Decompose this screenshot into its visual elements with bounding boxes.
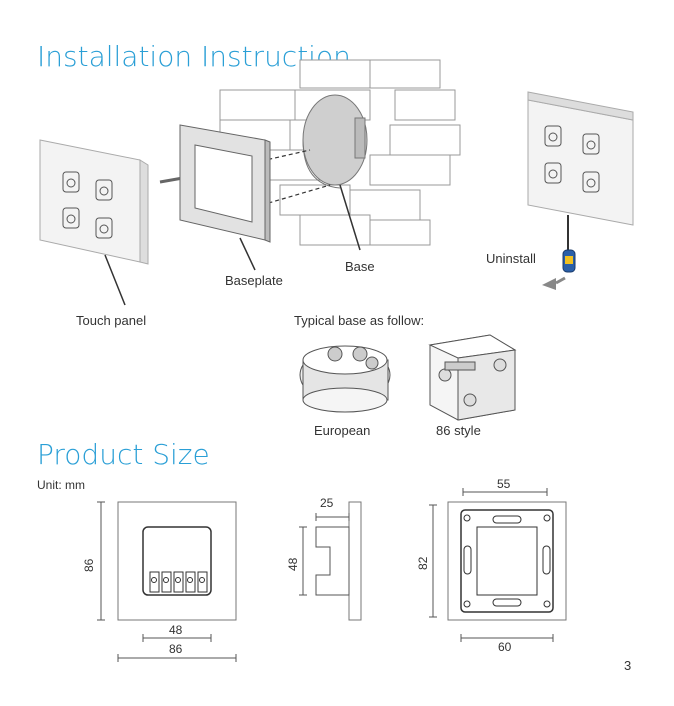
style86-label: 86 style [436, 423, 481, 438]
back-bottom-width-dim: 60 [498, 640, 512, 654]
front-height-dim: 86 [82, 558, 96, 572]
back-view [429, 488, 567, 642]
side-height-dim: 48 [286, 557, 300, 571]
side-view [299, 501, 362, 621]
base-label: Base [345, 259, 375, 274]
installation-title: Installation Instruction [37, 40, 351, 73]
front-inner-width-dim: 48 [169, 623, 183, 637]
uninstall-label: Uninstall [486, 251, 536, 266]
touch-panel-left [39, 139, 149, 306]
european-label: European [314, 423, 371, 438]
back-height-dim: 82 [416, 556, 430, 570]
front-view [97, 501, 237, 662]
baseplate [179, 124, 361, 271]
touch-panel-right [527, 91, 634, 226]
front-outer-width-dim: 86 [169, 642, 183, 656]
page-number: 3 [624, 658, 632, 673]
screwdriver-icon [542, 215, 576, 290]
brick-wall [219, 59, 461, 246]
unit-label: Unit: mm [37, 478, 85, 492]
base-box [302, 94, 368, 189]
european-base [299, 345, 391, 413]
back-top-width-dim: 55 [497, 477, 511, 491]
typical-base-label: Typical base as follow: [294, 313, 425, 328]
baseplate-label: Baseplate [225, 273, 283, 288]
product-size-title: Product Size [37, 438, 210, 471]
side-depth-dim: 25 [320, 496, 334, 510]
style86-base [428, 334, 517, 421]
touch-panel-label: Touch panel [76, 313, 147, 328]
